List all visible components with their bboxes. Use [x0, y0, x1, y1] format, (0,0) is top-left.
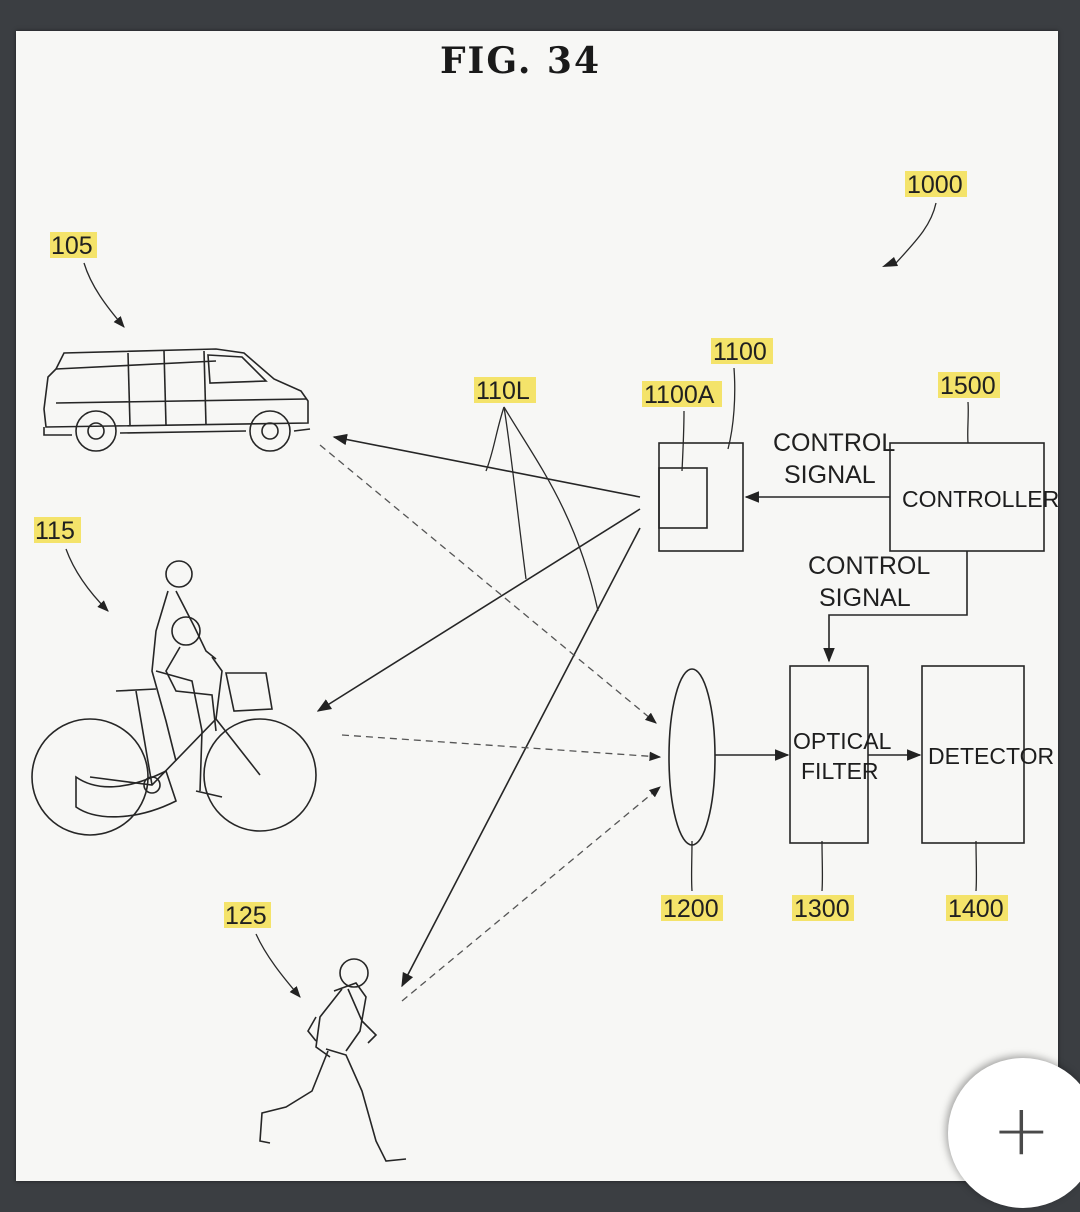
- plus-icon: +: [992, 1089, 1051, 1171]
- ref-emitter: 1100: [711, 338, 773, 366]
- control-signal-bottom-2: SIGNAL: [819, 584, 911, 612]
- ref-controller: 1500: [938, 372, 1000, 400]
- optical-filter-box: [789, 665, 869, 844]
- reflect-from-cyclist: [341, 734, 662, 761]
- svg-text:1000: 1000: [907, 171, 963, 199]
- lens-ellipse: [668, 668, 716, 846]
- ray-to-runner: [401, 527, 641, 988]
- leader-runner: [255, 933, 301, 998]
- controller-label: CONTROLLER: [902, 486, 1058, 512]
- optical-filter-label-1: OPTICAL: [793, 728, 892, 754]
- light-curve-2: [503, 406, 527, 580]
- control-signal-top-1: CONTROL: [773, 429, 895, 457]
- reflect-from-van: [319, 444, 657, 724]
- svg-text:1500: 1500: [940, 372, 996, 400]
- figure-diagram: FIG. 34 1000 105 115 125 110L 1100 1100A…: [31, 40, 1058, 1162]
- leader-system: [895, 202, 937, 264]
- leader-emitter-sub: [681, 410, 685, 472]
- ref-van: 105: [50, 232, 97, 260]
- optical-filter-label-2: FILTER: [801, 758, 879, 784]
- light-curve-3: [503, 406, 599, 612]
- detector-box: [921, 665, 1025, 844]
- ray-to-cyclist: [316, 508, 641, 712]
- figure-title: FIG. 34: [440, 40, 601, 82]
- ref-filter: 1300: [792, 895, 854, 923]
- arrow-controller-to-filter: [823, 551, 968, 663]
- svg-text:110L: 110L: [476, 377, 530, 405]
- control-signal-top-2: SIGNAL: [784, 461, 876, 489]
- emitter-box: [658, 442, 744, 552]
- control-signal-bottom-1: CONTROL: [808, 552, 930, 580]
- ref-emitter-sub: 1100A: [642, 381, 722, 409]
- leader-cyclist: [65, 548, 109, 612]
- patent-figure-page: FIG. 34 1000 105 115 125 110L 1100 1100A…: [16, 31, 1058, 1181]
- leader-controller: [967, 401, 969, 444]
- ref-lens: 1200: [661, 895, 723, 923]
- ref-cyclist: 115: [34, 517, 81, 545]
- svg-text:1200: 1200: [663, 895, 719, 923]
- svg-text:115: 115: [35, 517, 75, 545]
- leader-van: [83, 262, 125, 328]
- add-fab-button[interactable]: +: [948, 1058, 1080, 1208]
- emitter-sub-box: [658, 467, 708, 529]
- ref-system: 1000: [905, 171, 967, 199]
- svg-text:1300: 1300: [794, 895, 850, 923]
- svg-text:125: 125: [225, 902, 267, 930]
- leader-emitter: [727, 367, 736, 450]
- van-illustration: [43, 348, 311, 452]
- reflect-from-runner: [401, 786, 661, 1002]
- light-curve-1: [485, 406, 505, 472]
- ref-runner: 125: [224, 902, 271, 930]
- ref-detector: 1400: [946, 895, 1008, 923]
- svg-text:1400: 1400: [948, 895, 1004, 923]
- svg-text:1100: 1100: [713, 338, 767, 366]
- svg-text:1100A: 1100A: [644, 381, 715, 409]
- runner-illustration: [259, 958, 407, 1162]
- ref-light: 110L: [474, 377, 536, 405]
- svg-text:105: 105: [51, 232, 93, 260]
- detector-label: DETECTOR: [928, 743, 1054, 769]
- cyclist-illustration: [31, 560, 317, 836]
